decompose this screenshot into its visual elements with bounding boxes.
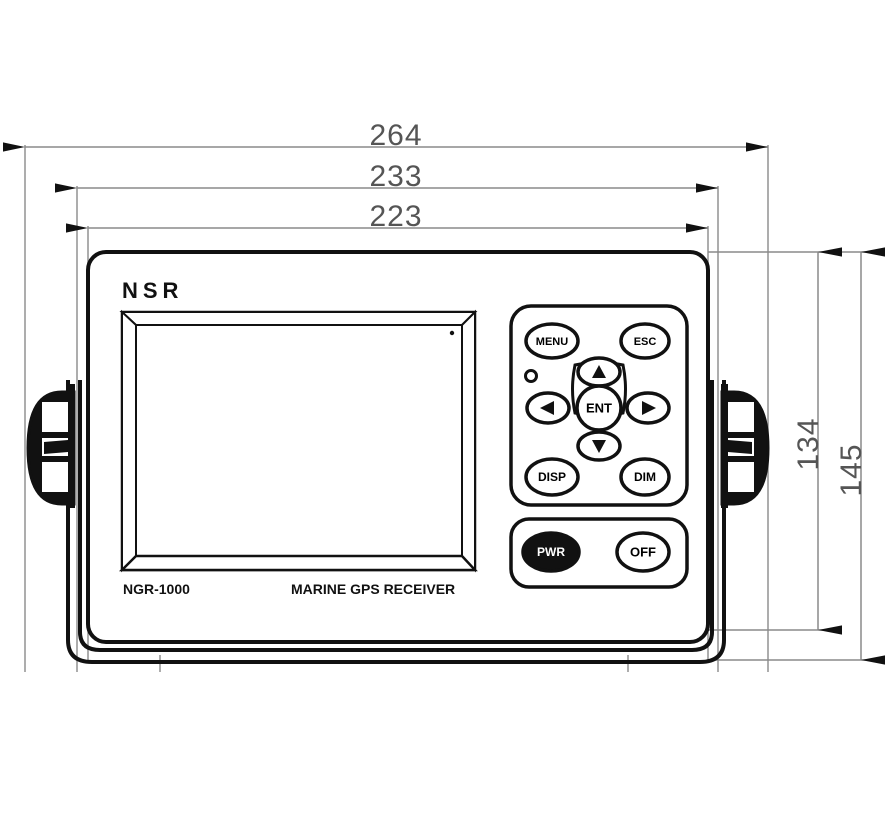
model-label: NGR-1000 — [123, 581, 190, 597]
button-dim[interactable]: DIM — [619, 457, 671, 497]
button-disp[interactable]: DISP — [524, 457, 580, 497]
u-shaped-mounting-bracket — [66, 380, 726, 664]
screen-corner-dot-icon — [449, 330, 455, 336]
triangle-left-icon — [540, 401, 554, 415]
triangle-down-icon — [592, 440, 606, 453]
vertical-dimension-lines — [817, 247, 885, 665]
dimension-label-233: 233 — [369, 160, 422, 193]
dimension-label-264: 264 — [369, 119, 422, 152]
button-dim-label: DIM — [634, 470, 656, 484]
triangle-up-icon — [592, 365, 606, 378]
button-right[interactable] — [625, 391, 671, 425]
dimension-label-145: 145 — [835, 443, 868, 496]
button-esc-label: ESC — [634, 336, 657, 348]
button-off-label: OFF — [630, 544, 656, 559]
button-ent-label: ENT — [586, 400, 612, 415]
triangle-right-icon — [642, 401, 656, 415]
horizontal-dimension-lines — [3, 142, 768, 233]
button-esc[interactable]: ESC — [619, 322, 671, 360]
brand-logo-nsr: NSR — [122, 278, 183, 303]
button-off[interactable]: OFF — [615, 531, 671, 573]
bracket-knob-left — [26, 384, 76, 508]
button-left[interactable] — [525, 391, 571, 425]
button-down[interactable] — [576, 430, 622, 462]
dimension-label-223: 223 — [369, 200, 422, 233]
button-disp-label: DISP — [538, 470, 566, 484]
button-up[interactable] — [576, 356, 622, 388]
button-menu-label: MENU — [536, 336, 568, 348]
button-ent[interactable]: ENT — [575, 384, 623, 432]
button-pwr-label: PWR — [537, 545, 565, 559]
status-led — [524, 369, 538, 383]
description-label: MARINE GPS RECEIVER — [291, 581, 455, 597]
bracket-knob-right — [720, 384, 770, 508]
button-pwr[interactable]: PWR — [521, 531, 581, 573]
button-menu[interactable]: MENU — [524, 322, 580, 360]
lcd-display — [118, 309, 478, 573]
dimension-label-134: 134 — [792, 417, 825, 470]
